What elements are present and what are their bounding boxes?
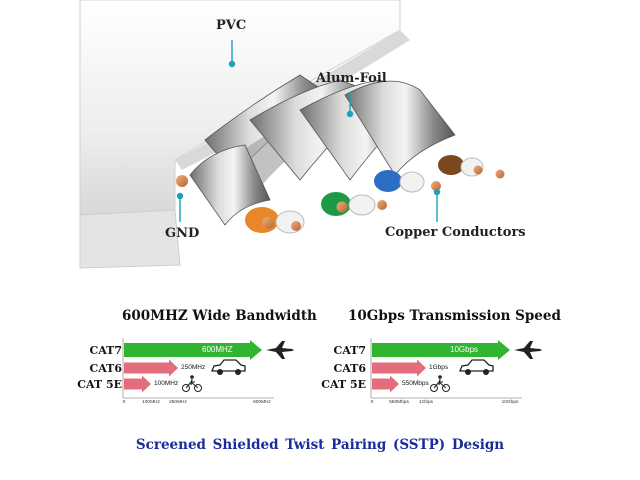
chart2-cat-2: CAT 5E: [321, 378, 366, 391]
bar-cat7: [372, 340, 510, 360]
car-icon: [459, 359, 494, 375]
x-tick-label: 550Mbps: [389, 400, 409, 405]
bar-cat6: [372, 359, 426, 377]
gnd-label: GND: [165, 226, 200, 241]
chart2-title: 10Gbps Transmission Speed: [348, 308, 561, 324]
chart1-cat-0: CAT7: [89, 344, 122, 357]
bar-cat-5e: [372, 375, 399, 393]
cable-illustration: [79, 0, 505, 269]
bicycle-icon: [430, 375, 450, 392]
x-tick-label: 1Gbps: [418, 400, 434, 405]
chart1-cat-2: CAT 5E: [77, 378, 122, 391]
bar-value-label: 250MHz: [181, 364, 206, 371]
wire-pairs: [245, 155, 484, 234]
bar-cat-5e: [124, 375, 151, 393]
x-tick-label: 600MHz: [253, 400, 271, 405]
chart1-cat-1: CAT6: [89, 362, 122, 375]
bar-cat6: [124, 359, 178, 377]
bar-value-label: 10Gbps: [450, 345, 479, 354]
x-tick-label: 250MHz: [169, 400, 187, 405]
bar-cat7: [124, 340, 262, 360]
bar-value-label: 550Mbps: [402, 380, 429, 387]
bicycle-icon: [182, 375, 202, 392]
chart2-plot: [370, 338, 542, 399]
copper-conductors-label: Copper Conductors: [385, 225, 526, 240]
chart1-title: 600MHZ Wide Bandwidth: [122, 308, 317, 324]
jet-icon: [266, 341, 294, 359]
bar-value-label: 1Gbps: [429, 364, 449, 371]
copper-ends: [176, 165, 505, 231]
x-tick-label: 0: [122, 400, 126, 405]
car-icon: [211, 359, 246, 375]
alum-foil-label: Alum-Foil: [316, 71, 387, 86]
x-tick-label: 10Gbps: [501, 400, 519, 405]
chart2-cat-0: CAT7: [333, 344, 366, 357]
x-tick-label: 0: [370, 400, 374, 405]
x-tick-label: 100MHz: [142, 400, 160, 405]
bar-value-label: 100MHz: [154, 380, 179, 387]
jet-icon: [514, 341, 542, 359]
foil-pairs: [189, 74, 456, 226]
chart1-plot: [122, 338, 294, 399]
chart2-cat-1: CAT6: [333, 362, 366, 375]
bar-value-label: 600MHZ: [202, 345, 233, 354]
sstp-design-footer: Screened Shielded Twist Pairing (SSTP) D…: [135, 437, 505, 453]
pvc-label: PVC: [216, 18, 247, 33]
